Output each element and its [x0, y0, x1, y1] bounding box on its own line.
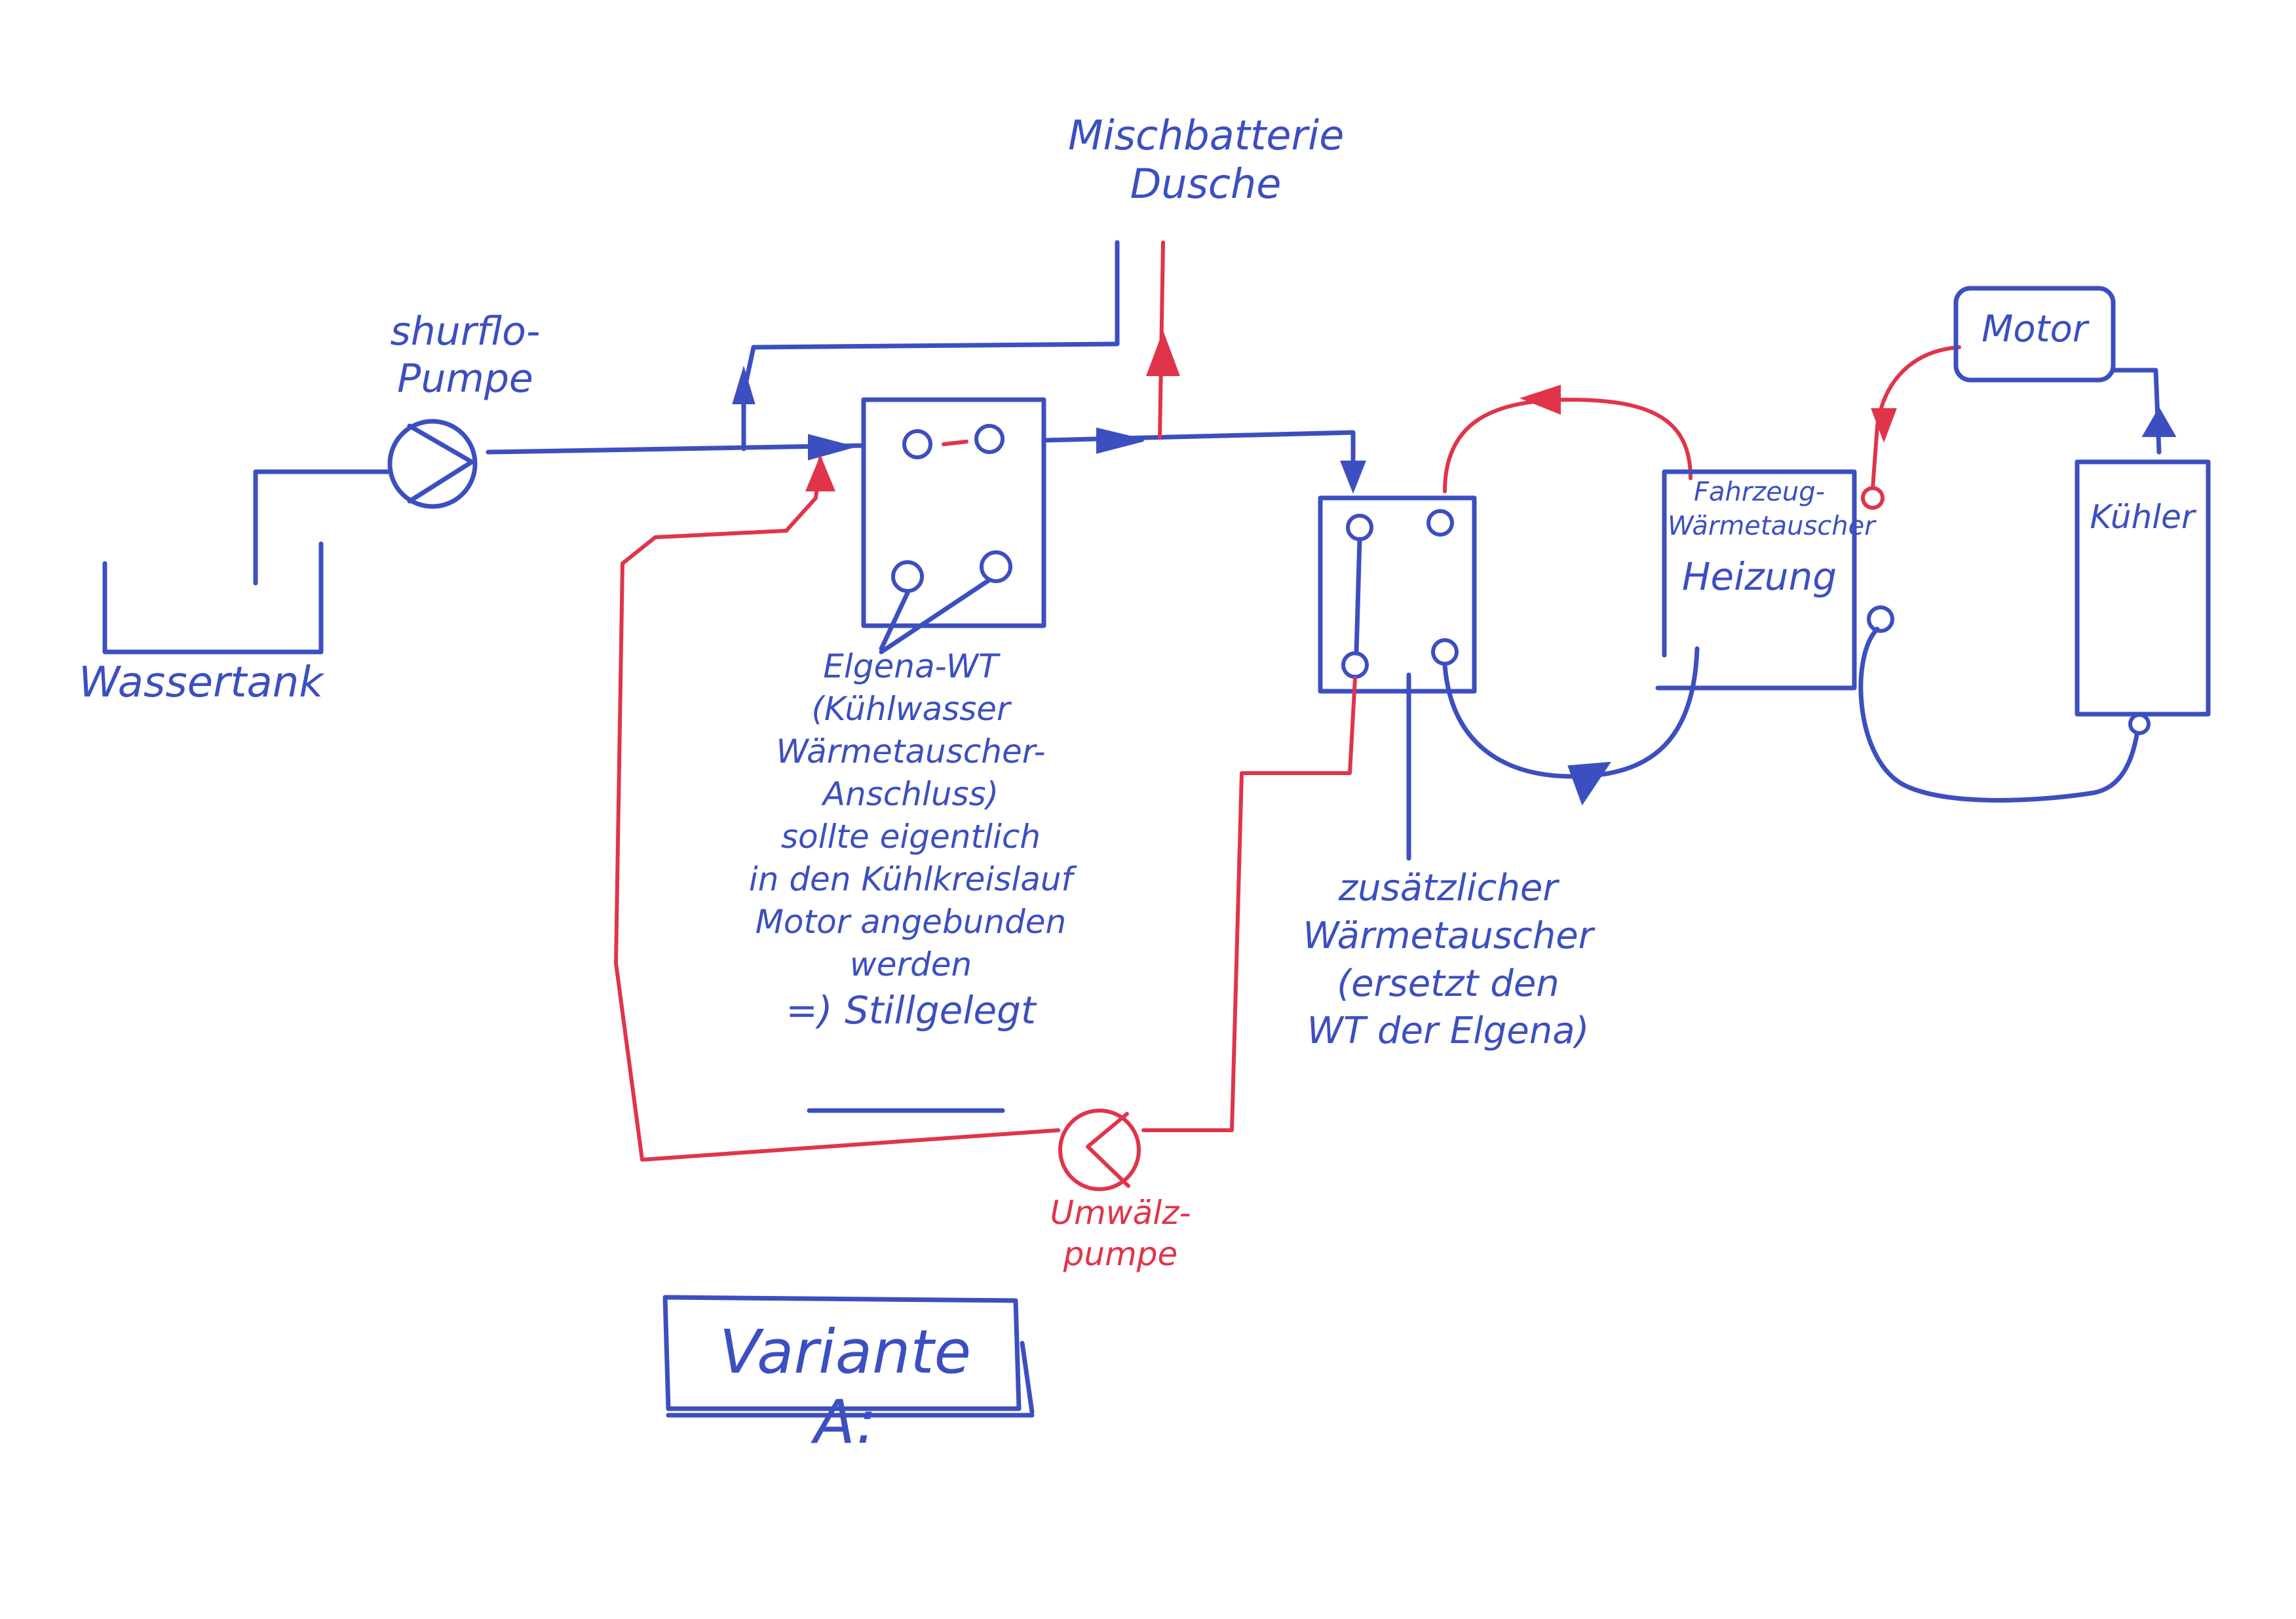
main-cold-line [486, 443, 864, 455]
elgena-label-pointer-2 [879, 577, 992, 655]
circulation-pump-label-line2: pumpe [1063, 1234, 1178, 1273]
cold-bypass-line [741, 240, 1120, 451]
elgena-label-line6: in den Kühlkreislauf [748, 860, 1073, 898]
inlet-arrow [808, 434, 857, 461]
elgena-port-3 [891, 560, 924, 593]
vehicle-hx-label-line1: Fahrzeug- [1693, 477, 1826, 507]
vehicle-hx-label-line3: Heizung [1681, 554, 1837, 599]
engine-hot-arrow [1871, 408, 1897, 443]
elgena-label-line4: Anschluss) [822, 775, 999, 813]
heating-loop-hot [1443, 398, 1693, 493]
motor-box [1953, 286, 2116, 383]
elgena-label-line8: werden [849, 945, 972, 983]
circulation-arrow-up [805, 455, 835, 491]
vehicle-hx-hot-port [1861, 486, 1885, 510]
extra-hx-port-1 [1346, 514, 1373, 541]
mixer-label-line1: Mischbatterie [1068, 111, 1345, 159]
circulation-pump-chevron [1086, 1112, 1130, 1188]
extra-hx-port-4 [1431, 638, 1459, 666]
radiator-box [2075, 459, 2211, 717]
motor-to-radiator-line [2111, 368, 2162, 455]
pump-chevron [407, 423, 474, 504]
elgena-label-line9: =) Stillgelegt [786, 988, 1036, 1033]
vehicle-hx-label-line2: Wärmetauscher [1668, 511, 1875, 541]
elgena-label: Elgena-WT (Kühlwasser Wärmetauscher- Ans… [727, 645, 1094, 1035]
variant-title: Variante A: [719, 1317, 972, 1457]
circulation-loop-line [1141, 676, 1357, 1132]
extra-hx-label-line1: zusätzlicher [1338, 867, 1558, 909]
vehicle-hx-return-port [1867, 605, 1894, 633]
heating-loop-arrow-down [1567, 761, 1611, 806]
heating-loop-return [1442, 646, 1700, 779]
mixer-label: Mischbatterie Dusche [1068, 111, 1345, 209]
extra-hx-label-line3: (ersetzt den [1337, 962, 1559, 1005]
elgena-label-line2: (Kühlwasser [811, 690, 1010, 728]
bypass-arrow-up [732, 366, 756, 404]
tank-intake-pipe [253, 469, 392, 586]
pump-label-line1: shurflo- [390, 309, 541, 354]
motor-radiator-arrow [2141, 406, 2177, 437]
extra-hx-inlet-arrow [1340, 461, 1366, 494]
elgena-internal-link [942, 440, 968, 446]
elgena-label-line7: Motor angebunden [755, 903, 1067, 941]
elgena-port-4 [980, 550, 1012, 583]
circulation-loop-left [614, 457, 1060, 1162]
water-tank-outline [102, 541, 324, 655]
radiator-outlet-port [2128, 713, 2151, 735]
extra-hx-internal-line [1354, 537, 1362, 656]
vehicle-hx-label: Fahrzeug- Wärmetauscher Heizung [1668, 475, 1875, 601]
engine-return-line [1858, 626, 2142, 803]
elgena-label-line1: Elgena-WT [823, 647, 999, 685]
mixer-label-line2: Dusche [1130, 160, 1282, 208]
elgena-label-line3: Wärmetauscher- [776, 733, 1046, 771]
hot-outlet-line [1041, 430, 1356, 474]
radiator-label: Kühler [2090, 498, 2195, 536]
extra-hx-port-2 [1426, 509, 1454, 537]
variant-frame-shadow [666, 1341, 1035, 1418]
hot-arrow-up [1146, 330, 1180, 376]
circulation-pump-label: Umwälz- pumpe [1022, 1192, 1219, 1274]
pump-label: shurflo- Pumpe [354, 308, 577, 402]
elgena-label-line5: sollte eigentlich [780, 818, 1041, 856]
extra-hx-box [1318, 495, 1477, 694]
elgena-port-2 [974, 424, 1004, 454]
elgena-port-1 [902, 429, 932, 459]
circulation-pump-icon [1058, 1109, 1141, 1191]
shurflo-pump-icon [387, 419, 478, 509]
heating-loop-arrow-left [1520, 385, 1561, 415]
extra-hx-port-3 [1341, 651, 1369, 679]
vehicle-hx-box [1655, 469, 1857, 691]
variant-frame [662, 1295, 1022, 1411]
pump-label-line2: Pumpe [397, 356, 533, 402]
elgena-hx-box [861, 397, 1046, 628]
circulation-pump-label-line1: Umwälz- [1050, 1194, 1191, 1232]
extra-hx-label-line2: Wärmetauscher [1303, 914, 1594, 957]
tank-label: Wassertank [79, 658, 324, 707]
outlet-arrow [1096, 427, 1144, 454]
extra-hx-label-line4: WT der Elgena) [1307, 1010, 1590, 1053]
extra-hx-label: zusätzlicher Wärmetauscher (ersetzt den … [1284, 865, 1612, 1056]
motor-label: Motor [1981, 308, 2088, 351]
elgena-label-pointer-1 [879, 590, 910, 651]
